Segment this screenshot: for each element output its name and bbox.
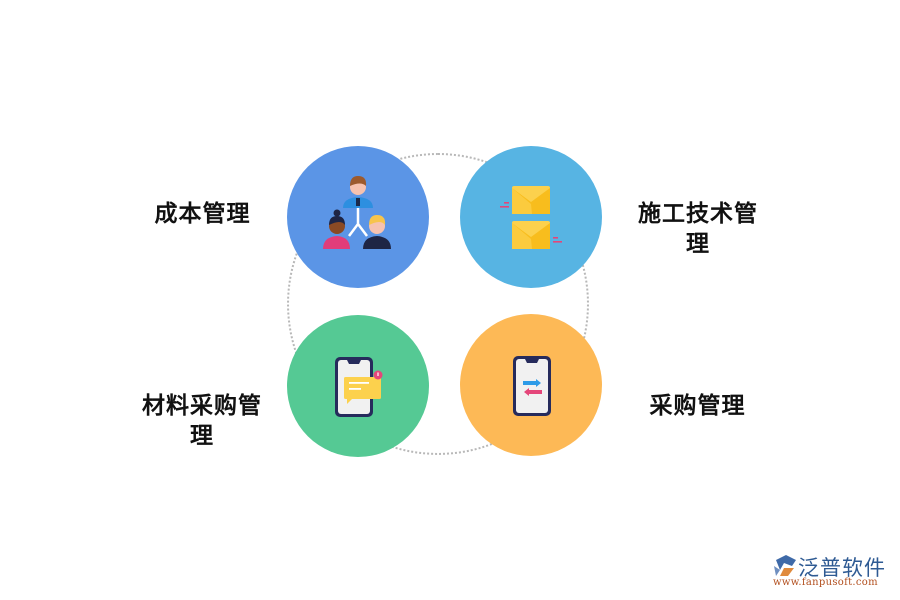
fanpusoft-watermark: 泛普软件 www.fanpusoft.com (770, 552, 895, 592)
node-construction-technology-management (460, 146, 602, 288)
brand-name: 泛普软件 (798, 556, 886, 580)
brand-url: www.fanpusoft.com (773, 577, 878, 588)
team-hierarchy-icon (323, 176, 391, 249)
label-line-2: 理 (686, 231, 710, 257)
node-procurement-management (460, 314, 602, 456)
dotted-cycle-ring (287, 153, 589, 455)
phone-message-icon (335, 357, 383, 417)
label-text: 采购管理 (649, 393, 746, 419)
label-cost-management: 成本管理 (130, 199, 275, 229)
node-cost-management (287, 146, 429, 288)
phone-transfer-icon (513, 356, 551, 416)
label-procurement-management: 采购管理 (630, 391, 765, 421)
node-material-procurement-management (287, 315, 429, 457)
label-text: 成本管理 (154, 201, 251, 227)
label-line-1: 材料采购管 (142, 393, 262, 419)
label-material-procurement-management: 材料采购管 理 (132, 391, 272, 451)
envelopes-icon (500, 186, 562, 249)
fanpusoft-logo-icon (774, 555, 796, 576)
label-line-1: 施工技术管 (638, 201, 758, 227)
label-line-2: 理 (190, 423, 214, 449)
label-construction-technology-management: 施工技术管 理 (628, 199, 768, 259)
